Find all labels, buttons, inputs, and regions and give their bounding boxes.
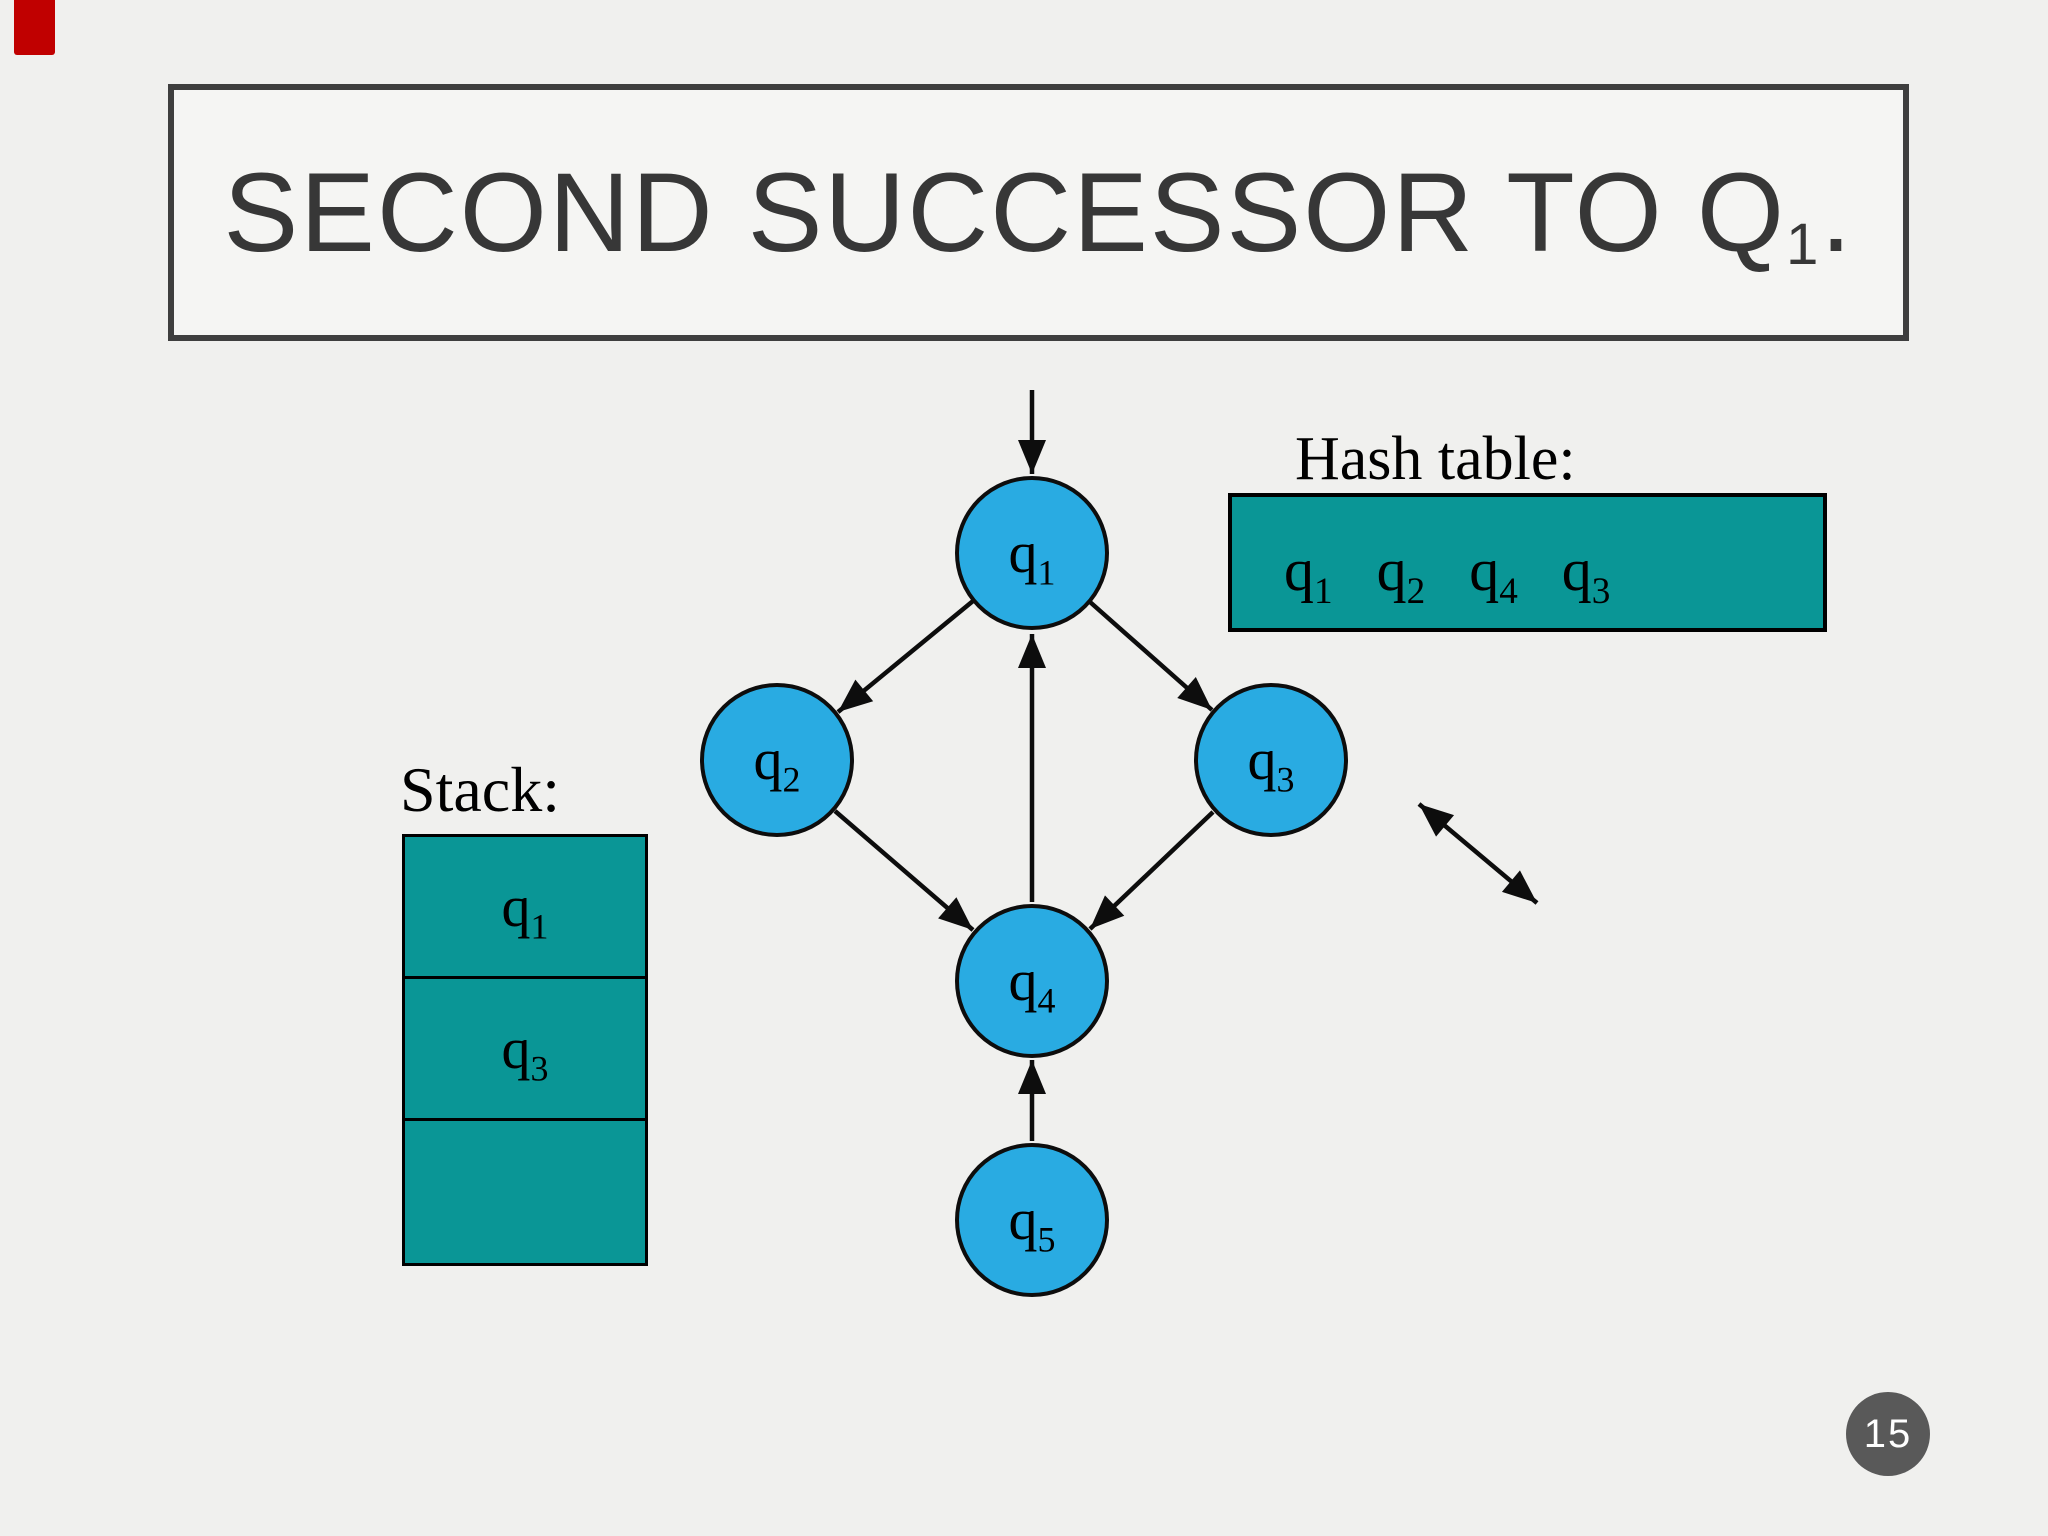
edge-q1-to-q3 — [1088, 600, 1214, 712]
accent-bar — [14, 0, 55, 55]
title-main: SECOND SUCCESSOR TO Q — [223, 150, 1787, 275]
hash-table-label: Hash table: — [1295, 425, 1576, 493]
stack-cell-label: q1 — [501, 873, 549, 947]
edge-q2-to-q4 — [833, 809, 975, 932]
node-label: q3 — [1247, 727, 1295, 800]
edge-q1-to-q2 — [836, 599, 975, 714]
hash-entry: q4 — [1469, 536, 1518, 612]
stack-cell-top: q1 — [405, 837, 645, 979]
page-number-badge: 15 — [1846, 1392, 1930, 1476]
edge-q3-to-q4 — [1088, 810, 1215, 931]
node-label: q2 — [753, 727, 801, 800]
stack-cell-middle: q3 — [405, 979, 645, 1121]
graph-node-q3: q3 — [1194, 683, 1348, 837]
graph-node-q5: q5 — [955, 1143, 1109, 1297]
hash-table-box: q1 q2 q4 q3 — [1228, 493, 1827, 632]
title-box: SECOND SUCCESSOR TO Q1. — [168, 84, 1909, 341]
node-label: q4 — [1008, 948, 1056, 1021]
title-suffix: . — [1820, 150, 1854, 275]
stack-box: q1 q3 — [402, 834, 648, 1266]
page-number-text: 15 — [1863, 1411, 1913, 1456]
stack-cell-label: q3 — [501, 1015, 549, 1089]
double-headed-arrow — [1417, 802, 1539, 905]
graph-node-q2: q2 — [700, 683, 854, 837]
node-label: q1 — [1008, 520, 1056, 593]
graph-node-q1: q1 — [955, 476, 1109, 630]
hash-entry: q3 — [1561, 536, 1611, 612]
node-label: q5 — [1008, 1187, 1056, 1260]
graph-node-q4: q4 — [955, 904, 1109, 1058]
stack-cell-bottom-empty — [405, 1121, 645, 1263]
hash-entry: q1 — [1284, 536, 1333, 612]
title-subscript: 1 — [1786, 211, 1821, 277]
hash-entry: q2 — [1376, 536, 1426, 612]
stack-label: Stack: — [400, 754, 560, 825]
page-title: SECOND SUCCESSOR TO Q1. — [223, 148, 1853, 277]
